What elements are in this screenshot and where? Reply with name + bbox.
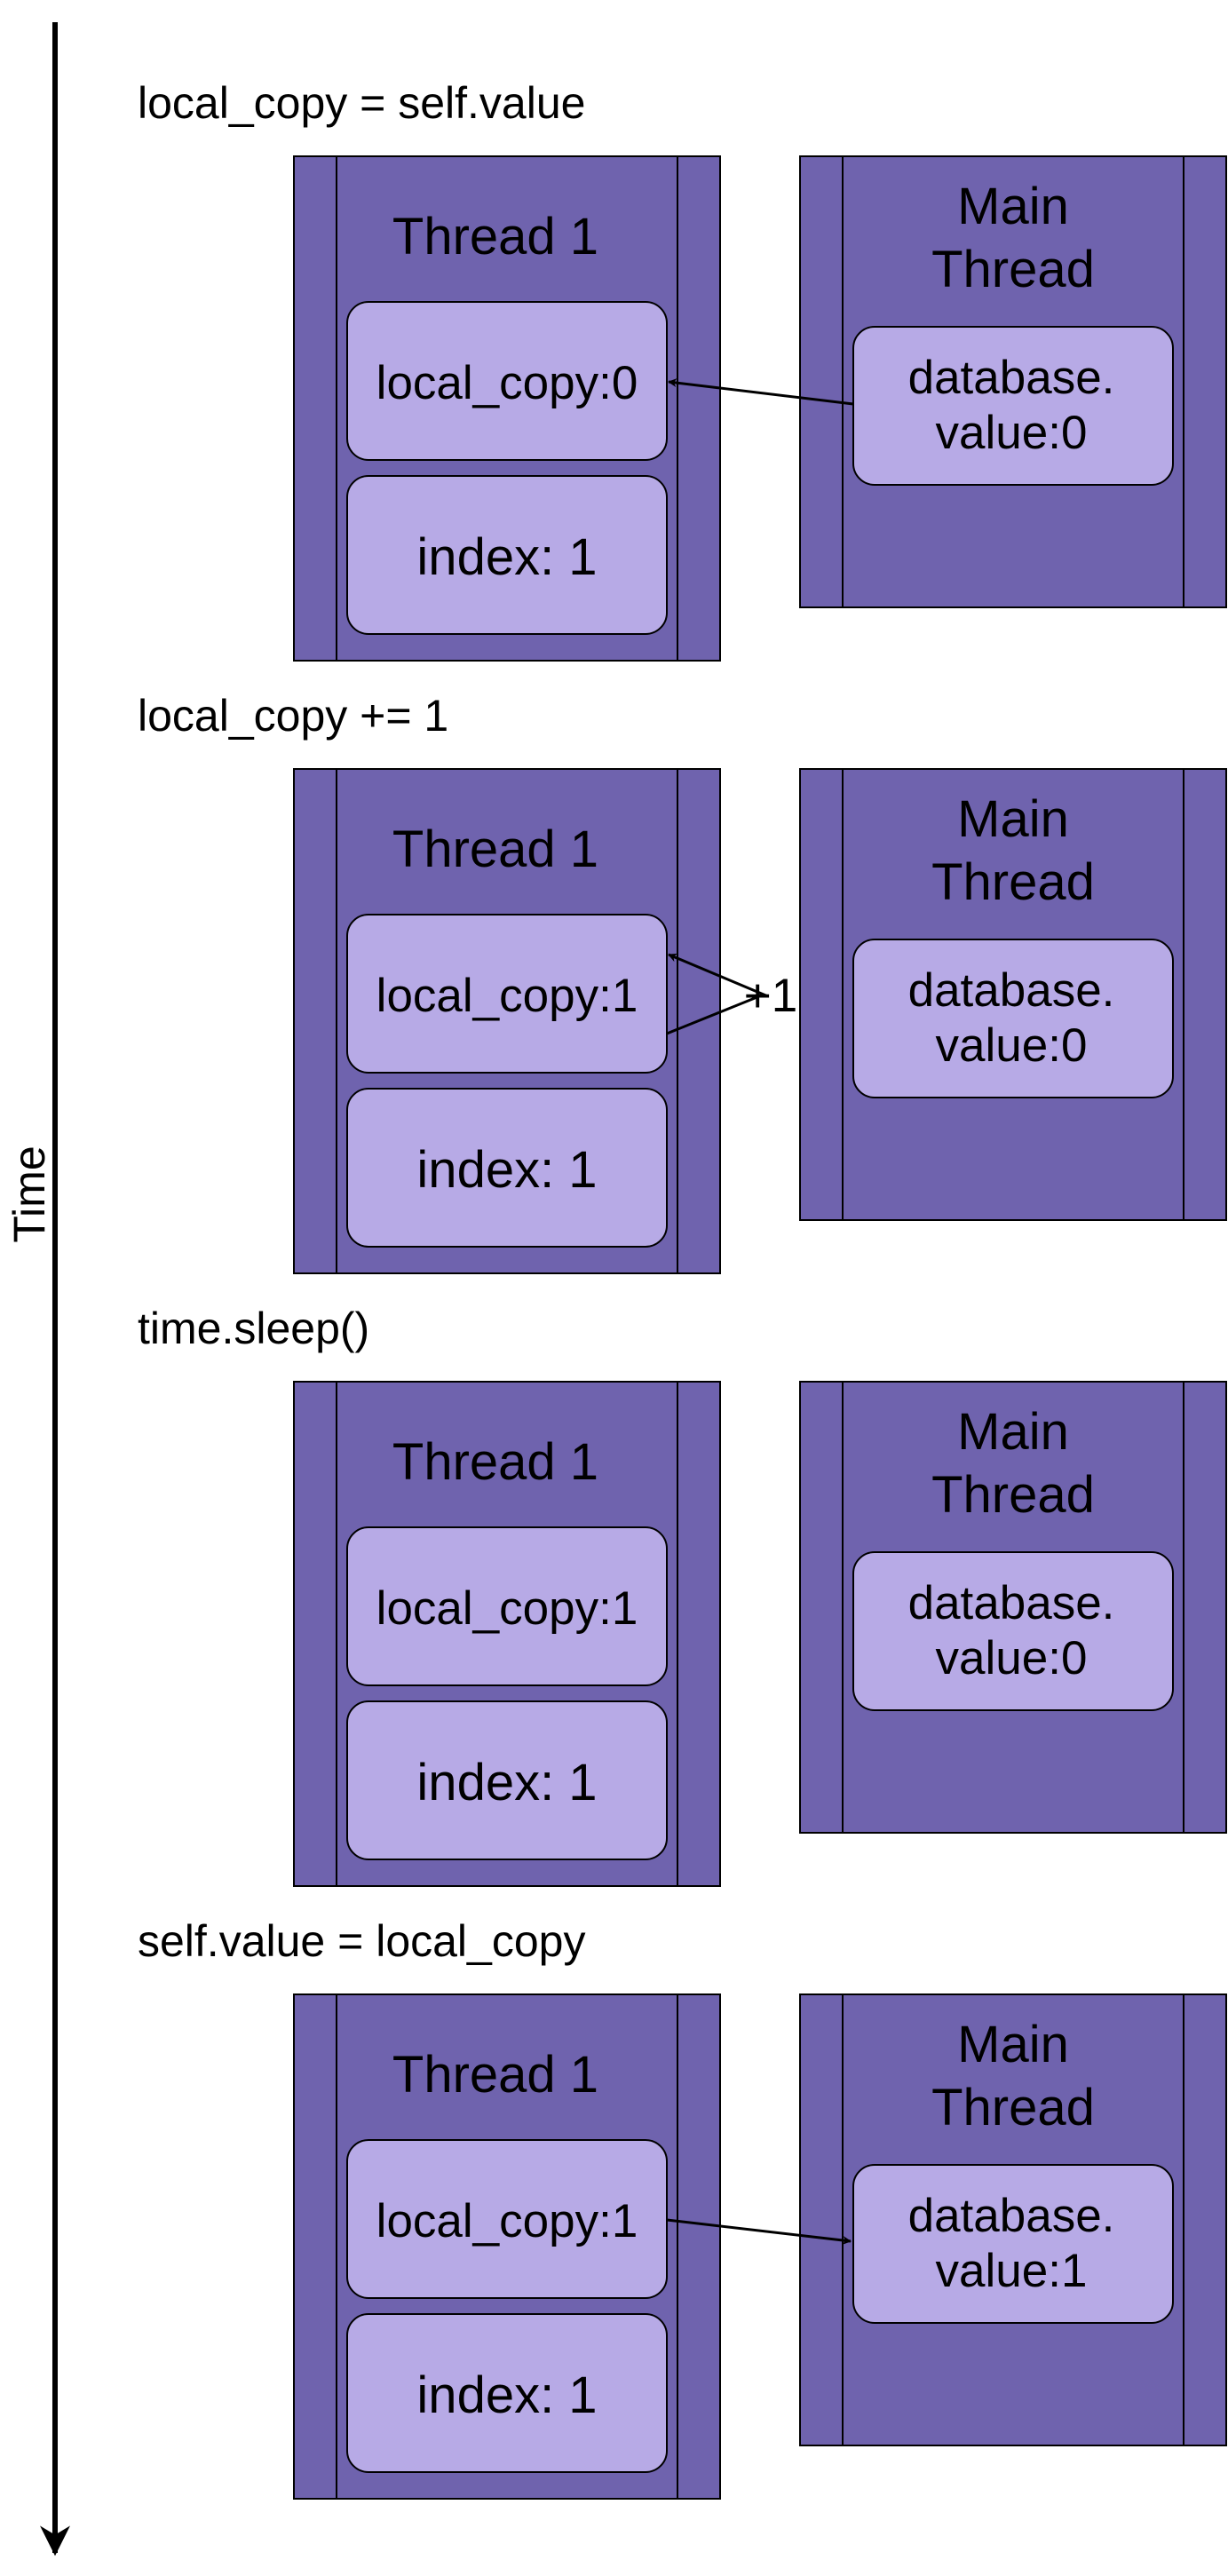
database-value-line2: value:0 [936, 407, 1088, 459]
database-value-cell [852, 326, 1174, 486]
database-value-line2: value:0 [936, 1632, 1088, 1684]
database-value-cell [852, 939, 1174, 1098]
index-cell [346, 475, 668, 635]
index-value: index: 1 [416, 528, 597, 586]
local-copy-cell [346, 1526, 668, 1686]
step-label: local_copy = self.value [138, 78, 585, 128]
thread-1-title: Thread 1 [392, 2046, 598, 2104]
index-value: index: 1 [416, 2366, 597, 2424]
step-group: time.sleep() Thread 1 local_copy:1 index: 1… [138, 1304, 1227, 1887]
database-value-line1: database. [908, 964, 1115, 1017]
index-value: index: 1 [416, 1754, 597, 1811]
index-value: index: 1 [416, 1141, 597, 1199]
local-copy-cell [346, 2139, 668, 2299]
database-value-line2: value:0 [936, 1019, 1088, 1072]
database-value-line2: value:1 [936, 2245, 1088, 2297]
database-value-line1: database. [908, 2190, 1115, 2242]
local-copy-value: local_copy:1 [376, 1582, 638, 1635]
main-thread-title-line2: Thread [931, 241, 1095, 298]
thread-1-title: Thread 1 [392, 820, 598, 878]
main-thread-title-line2: Thread [931, 1466, 1095, 1524]
local-copy-cell [346, 914, 668, 1074]
local-copy-value: local_copy:1 [376, 970, 638, 1022]
main-thread-title-line1: Main [957, 1403, 1069, 1461]
step-group: local_copy += 1 Thread 1 local_copy:1index… [138, 691, 1227, 1274]
increment-arrow [666, 953, 767, 1035]
main-thread-title-line2: Thread [931, 2079, 1095, 2136]
database-value-line1: database. [908, 352, 1115, 404]
main-thread-title-line2: Thread [931, 853, 1095, 911]
index-cell [346, 1700, 668, 1860]
local-copy-value: local_copy:1 [376, 2195, 638, 2247]
read-arrow [668, 378, 854, 406]
step-label: self.value = local_copy [138, 1916, 585, 1966]
index-cell [346, 1088, 668, 1248]
step-label: local_copy += 1 [138, 691, 448, 741]
database-value-line1: database. [908, 1577, 1115, 1629]
index-cell [346, 2313, 668, 2473]
main-thread-title-line1: Main [957, 178, 1069, 235]
increment-label: +1 [744, 970, 797, 1022]
local-copy-value: local_copy:0 [376, 357, 638, 409]
thread-1-title: Thread 1 [392, 1433, 598, 1491]
step-label: time.sleep() [138, 1304, 369, 1353]
main-thread-title-line1: Main [957, 790, 1069, 848]
main-thread-title-line1: Main [957, 2016, 1069, 2073]
time-axis-label: Time [4, 1145, 54, 1242]
write-arrow [666, 2218, 852, 2245]
database-value-cell [852, 1551, 1174, 1711]
local-copy-cell [346, 301, 668, 461]
thread-1-title: Thread 1 [392, 208, 598, 266]
database-value-cell [852, 2164, 1174, 2324]
